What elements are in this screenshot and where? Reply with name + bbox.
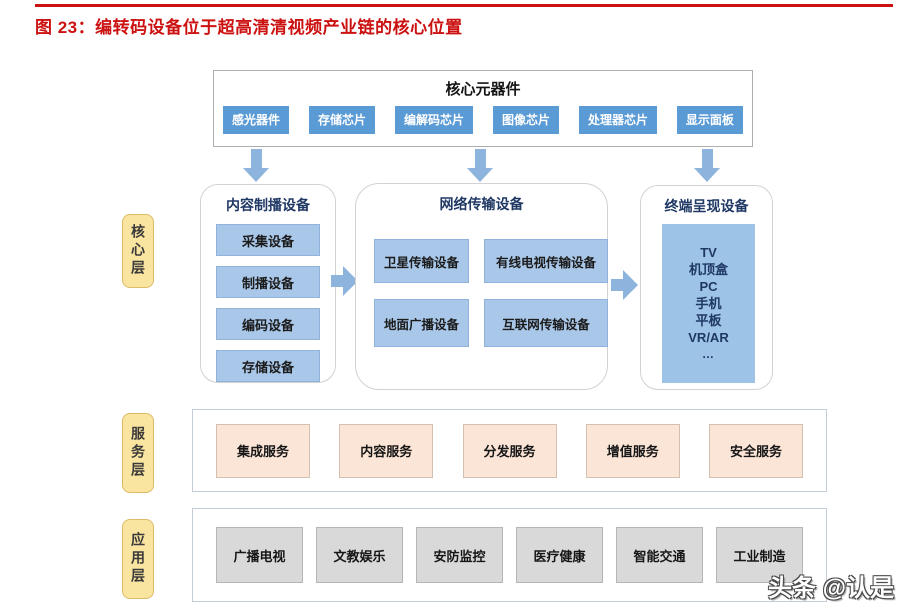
down-arrow-icon bbox=[243, 149, 270, 182]
group-title: 终端呈现设备 bbox=[664, 198, 749, 214]
watermark: 头条 @认是 bbox=[768, 575, 895, 602]
down-arrow-icon bbox=[694, 149, 721, 182]
arrow-head bbox=[467, 168, 493, 182]
arrow-stem bbox=[702, 149, 713, 168]
terminal-device: 机顶盒 bbox=[688, 262, 728, 277]
terminal-device: PC bbox=[699, 279, 718, 294]
group-title: 网络传输设备 bbox=[439, 196, 524, 212]
arrow-head bbox=[243, 168, 269, 182]
core-components-title: 核心元器件 bbox=[445, 81, 521, 98]
service-box: 集成服务 bbox=[216, 423, 310, 478]
terminal-device: VR/AR bbox=[688, 330, 729, 345]
application-box: 医疗健康 bbox=[516, 527, 603, 583]
device-box: 采集设备 bbox=[216, 224, 320, 256]
service-box: 分发服务 bbox=[462, 423, 557, 478]
figure-title: 图 23：编转码设备位于超高清清视频产业链的核心位置 bbox=[35, 18, 463, 37]
device-box: 存储设备 bbox=[216, 350, 320, 382]
device-box: 编码设备 bbox=[216, 308, 320, 340]
terminal-device-ellipsis: … bbox=[702, 347, 715, 361]
component-chip: 处理器芯片 bbox=[578, 106, 657, 134]
terminal-device: 平板 bbox=[695, 313, 722, 328]
device-box: 卫星传输设备 bbox=[374, 239, 469, 283]
application-box: 智能交通 bbox=[616, 527, 703, 583]
device-box: 制播设备 bbox=[216, 266, 320, 298]
terminal-device: TV bbox=[700, 245, 717, 260]
group-title: 内容制播设备 bbox=[226, 197, 310, 213]
component-chip: 感光器件 bbox=[223, 106, 290, 134]
group-network-transmission: 网络传输设备 卫星传输设备 有线电视传输设备 地面广播设备 互联网传输设备 bbox=[355, 183, 608, 390]
layer-label-core: 核心层 bbox=[122, 214, 154, 288]
application-box: 文教娱乐 bbox=[316, 527, 403, 583]
terminal-device: 手机 bbox=[695, 296, 722, 311]
device-box: 地面广播设备 bbox=[374, 299, 469, 347]
layer-label-service: 服务层 bbox=[122, 413, 154, 493]
arrow-stem bbox=[611, 279, 623, 291]
arrow-stem bbox=[475, 149, 486, 168]
right-arrow-icon bbox=[331, 266, 358, 296]
arrow-head bbox=[343, 266, 358, 296]
group-content-production: 内容制播设备 采集设备 制播设备 编码设备 存储设备 bbox=[200, 184, 336, 383]
application-layer-band: 广播电视 文教娱乐 安防监控 医疗健康 智能交通 工业制造 bbox=[192, 508, 827, 602]
component-chip: 显示面板 bbox=[676, 106, 743, 134]
core-components-row: 感光器件 存储芯片 编解码芯片 图像芯片 处理器芯片 显示面板 bbox=[214, 106, 752, 134]
group-terminal-presentation: 终端呈现设备 TV 机顶盒 PC 手机 平板 VR/AR … bbox=[640, 185, 773, 390]
component-chip: 图像芯片 bbox=[492, 106, 559, 134]
layer-label-application: 应用层 bbox=[122, 519, 154, 599]
arrow-stem bbox=[251, 149, 262, 168]
group-items: 采集设备 制播设备 编码设备 存储设备 bbox=[201, 224, 335, 382]
component-chip: 编解码芯片 bbox=[394, 106, 473, 134]
right-arrow-icon bbox=[611, 270, 638, 300]
device-box: 有线电视传输设备 bbox=[484, 239, 608, 283]
application-box: 安防监控 bbox=[416, 527, 503, 583]
application-box: 工业制造 bbox=[716, 527, 803, 583]
down-arrow-icon bbox=[467, 149, 494, 182]
arrow-head bbox=[694, 168, 720, 182]
top-divider-rule bbox=[35, 4, 893, 7]
service-box: 内容服务 bbox=[339, 423, 434, 478]
service-box: 安全服务 bbox=[709, 423, 803, 478]
core-components-box: 核心元器件 感光器件 存储芯片 编解码芯片 图像芯片 处理器芯片 显示面板 bbox=[213, 70, 753, 147]
service-box: 增值服务 bbox=[585, 423, 680, 478]
component-chip: 存储芯片 bbox=[308, 106, 375, 134]
service-layer-band: 集成服务 内容服务 分发服务 增值服务 安全服务 bbox=[192, 409, 827, 492]
application-box: 广播电视 bbox=[216, 527, 303, 583]
terminal-devices-box: TV 机顶盒 PC 手机 平板 VR/AR … bbox=[662, 224, 755, 383]
device-box: 互联网传输设备 bbox=[484, 299, 608, 347]
arrow-head bbox=[623, 270, 638, 300]
arrow-stem bbox=[331, 275, 343, 287]
